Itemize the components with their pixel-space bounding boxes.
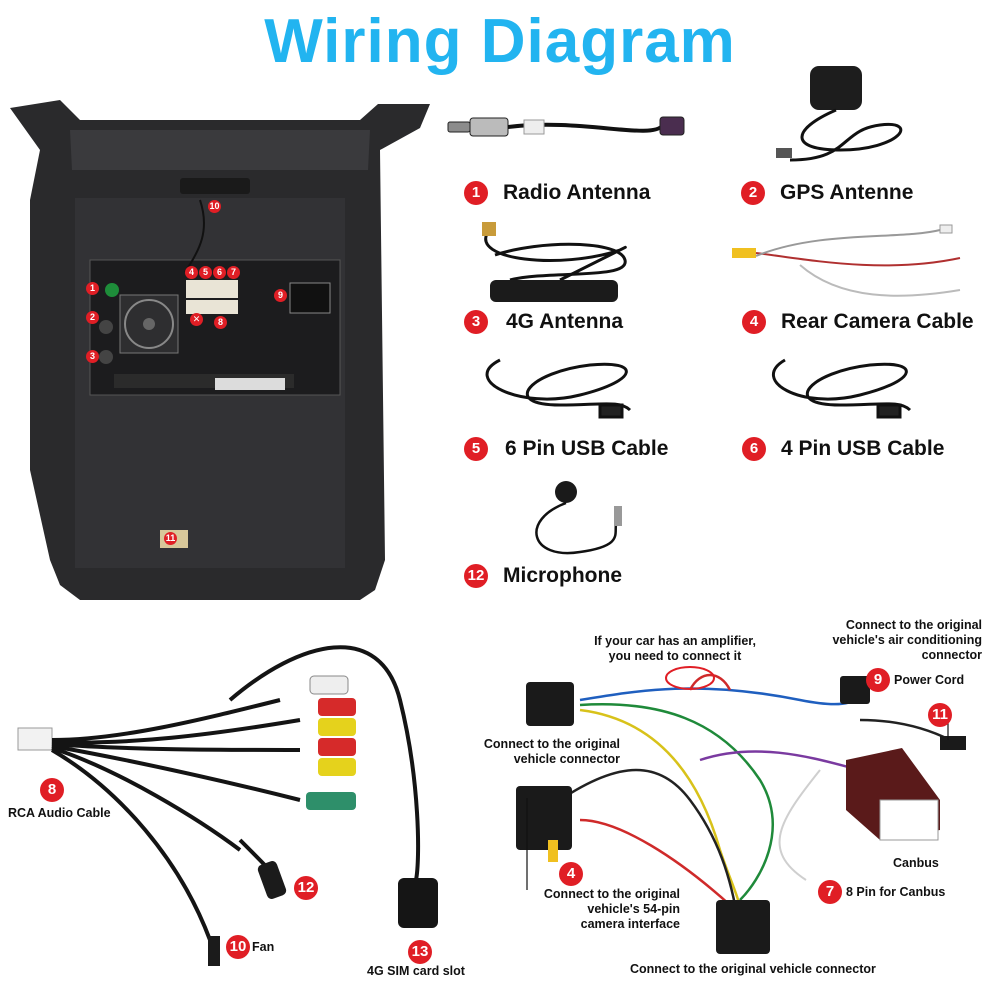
radio-antenna-label: Radio Antenna xyxy=(503,181,651,204)
port-11-badge: 11 xyxy=(164,532,177,545)
port-3-badge: 3 xyxy=(86,350,99,363)
head-unit-illustration xyxy=(10,100,430,600)
sim-badge: 13 xyxy=(408,940,432,964)
rear-camera-cable-badge: 4 xyxy=(742,310,766,334)
microphone-label: Microphone xyxy=(503,564,622,587)
4-pin-usb-cable-illustration xyxy=(771,358,912,419)
rca-plugs xyxy=(208,675,438,966)
rca-badge: 8 xyxy=(40,778,64,802)
canbus-8pin-badge: 7 xyxy=(818,880,842,904)
fan-badge: 10 xyxy=(226,935,250,959)
port-5-badge: 5 xyxy=(199,266,212,279)
gps-antenna-illustration xyxy=(776,66,903,162)
port-9-badge: 9 xyxy=(274,289,287,302)
mic-jack-badge: 12 xyxy=(294,876,318,900)
port-7-badge: 7 xyxy=(227,266,240,279)
rca-harness-illustration xyxy=(17,645,421,941)
radio-antenna-badge: 1 xyxy=(464,181,488,205)
harness-11-badge: 11 xyxy=(928,703,952,727)
port-8-badge: 8 xyxy=(214,316,227,329)
4-pin-usb-badge: 6 xyxy=(742,437,766,461)
port-1-badge: 1 xyxy=(86,282,99,295)
port-2-badge: 2 xyxy=(86,311,99,324)
bottom-vehicle-connector-note: Connect to the original vehicle connecto… xyxy=(630,962,876,976)
power-cord-badge: 9 xyxy=(866,668,890,692)
4g-antenna-badge: 3 xyxy=(464,310,488,334)
6-pin-usb-badge: 5 xyxy=(464,437,488,461)
camera-interface-badge: 4 xyxy=(559,862,583,886)
6-pin-usb-label: 6 Pin USB Cable xyxy=(505,437,669,460)
page-title: Wiring Diagram xyxy=(264,7,736,76)
4g-antenna-illustration xyxy=(482,222,627,302)
port-x-icon: ✕ xyxy=(190,313,203,326)
gps-antenne-label: GPS Antenne xyxy=(780,181,914,204)
4-pin-usb-label: 4 Pin USB Cable xyxy=(781,437,945,460)
rear-camera-cable-label: Rear Camera Cable xyxy=(781,310,974,333)
amplifier-note: If your car has an amplifier,you need to… xyxy=(594,634,756,663)
sim-label: 4G SIM card slot xyxy=(367,964,465,978)
port-6-badge: 6 xyxy=(213,266,226,279)
harness-connectors xyxy=(516,676,966,954)
port-10-badge: 10 xyxy=(208,200,221,213)
power-cord-label: Power Cord xyxy=(894,673,965,687)
microphone-badge: 12 xyxy=(464,564,488,588)
rear-camera-cable-illustration xyxy=(732,224,961,297)
4g-antenna-label: 4G Antenna xyxy=(506,310,624,333)
microphone-illustration xyxy=(535,481,622,555)
radio-antenna-cable-illustration xyxy=(447,116,685,137)
canbus-8pin-label: 8 Pin for Canbus xyxy=(846,885,946,899)
canbus-label: Canbus xyxy=(893,856,939,870)
fan-label: Fan xyxy=(252,940,275,954)
rca-label: RCA Audio Cable xyxy=(8,806,111,820)
port-4-badge: 4 xyxy=(185,266,198,279)
gps-antenne-badge: 2 xyxy=(741,181,765,205)
6-pin-usb-cable-illustration xyxy=(485,358,632,419)
